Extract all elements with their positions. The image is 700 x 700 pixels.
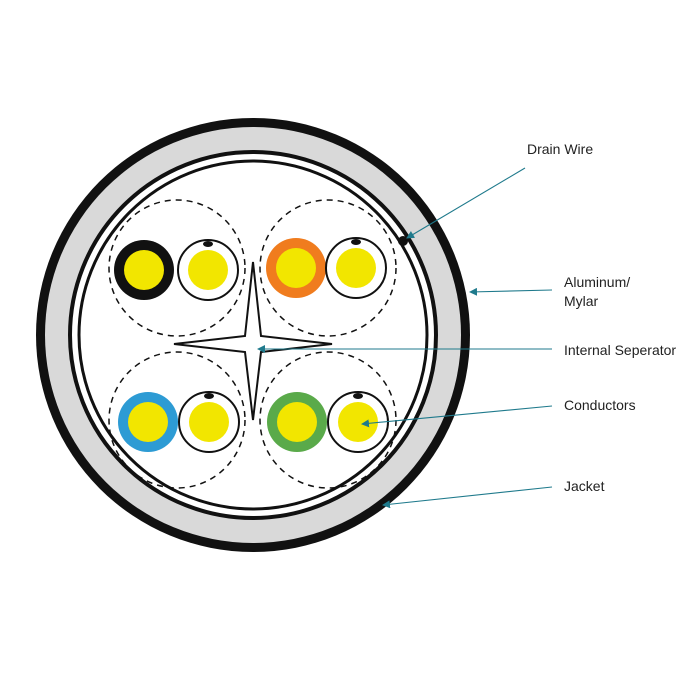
drain-wire: [398, 236, 408, 246]
conductor-mark: [204, 393, 214, 399]
label-internal-separator: Internal Seperator: [564, 342, 676, 358]
label-aluminum-line1: Aluminum/: [564, 274, 630, 290]
leader-jacket: [382, 486, 553, 509]
internal-separator: [173, 261, 333, 421]
conductor-mark: [351, 239, 361, 245]
conductor-white-core: [188, 250, 228, 290]
label-conductors: Conductors: [564, 397, 636, 413]
conductor-blue-core: [128, 402, 168, 442]
label-jacket: Jacket: [564, 478, 605, 494]
pair-boundary-2: [259, 199, 397, 337]
conductor-mark: [353, 393, 363, 399]
conductor-white-core: [189, 402, 229, 442]
conductor-white-core: [338, 402, 378, 442]
label-drain-wire: Drain Wire: [527, 141, 593, 157]
pair-boundary-3: [108, 351, 246, 489]
conductor-green-core: [277, 402, 317, 442]
conductor-mark: [203, 241, 213, 247]
label-aluminum-line2: Mylar: [564, 293, 599, 309]
conductor-white-core: [336, 248, 376, 288]
leader-drain-wire: [406, 167, 526, 239]
pair-boundary-4: [259, 351, 397, 489]
leader-aluminum-mylar: [469, 287, 553, 296]
conductor-orange-core: [276, 248, 316, 288]
pair-boundary-1: [108, 199, 246, 337]
conductor-black-core: [124, 250, 164, 290]
leader-conductors: [361, 405, 553, 428]
